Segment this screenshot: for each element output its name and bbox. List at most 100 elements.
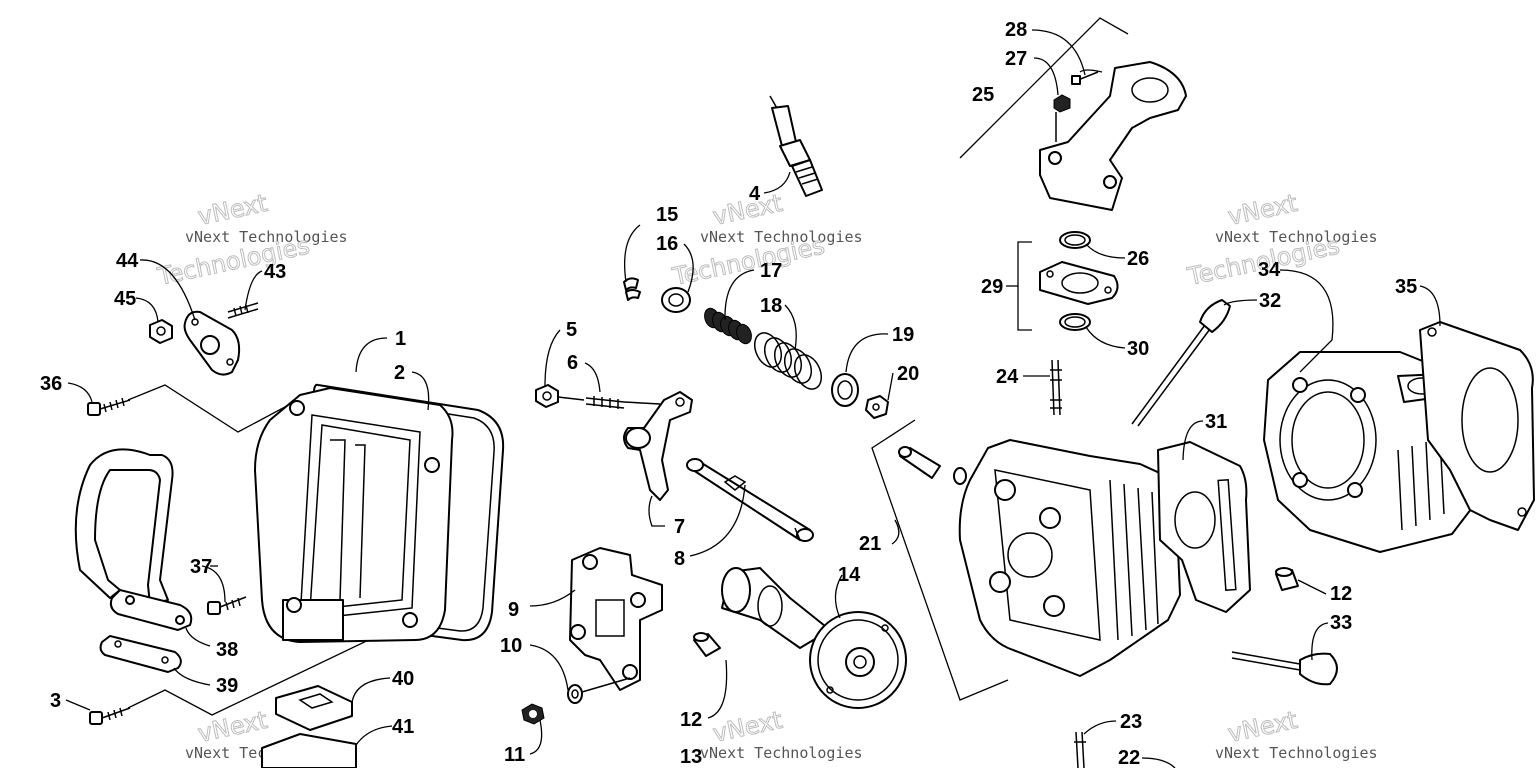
spring-seat-icon — [831, 373, 859, 407]
cylinder-base-gasket-icon — [1419, 321, 1535, 531]
screw-28-icon — [1071, 71, 1099, 85]
svg-text:vNext: vNext — [710, 706, 784, 748]
callout-23: 23 — [1120, 711, 1142, 733]
cam-sprocket-icon — [809, 611, 907, 709]
watermark-5: vNext vNext Technologies — [700, 705, 863, 762]
cylinder-head-group — [871, 17, 1535, 768]
intake-insulator-icon — [1039, 261, 1119, 305]
callout-38: 38 — [216, 639, 238, 661]
callout-33: 33 — [1330, 612, 1352, 634]
svg-text:vNext Technologies: vNext Technologies — [1215, 228, 1378, 246]
bracket-21 — [871, 419, 1009, 701]
callout-25: 25 — [972, 84, 994, 106]
callout-20: 20 — [897, 363, 919, 385]
spring-retainer-icon — [661, 287, 691, 313]
callout-43: 43 — [264, 261, 286, 283]
svg-text:vNext: vNext — [195, 189, 269, 231]
callout-36: 36 — [40, 373, 62, 395]
valve-guide-icon — [898, 446, 967, 485]
callout-37: 37 — [190, 556, 212, 578]
bolt-36-icon — [87, 397, 131, 416]
callout-2: 2 — [394, 362, 405, 384]
svg-text:vNext Technologies: vNext Technologies — [700, 744, 863, 762]
watermark-1: vNext vNext Technologies Technologies — [154, 188, 348, 291]
dowel-pin-icon — [693, 632, 721, 657]
outer-spring-icon — [753, 332, 823, 390]
cylinder-head-icon — [958, 439, 1181, 677]
nut-45-icon — [149, 319, 173, 344]
callout-34: 34 — [1258, 259, 1281, 281]
callout-32: 32 — [1259, 290, 1281, 312]
bracket-25 — [959, 17, 1129, 159]
breather-pipe-icon — [74, 448, 174, 606]
svg-text:vNext: vNext — [1225, 706, 1299, 748]
callout-10: 10 — [500, 635, 522, 657]
svg-text:vNext: vNext — [710, 189, 784, 231]
callout-17: 17 — [760, 260, 782, 282]
callout-22: 22 — [1118, 747, 1140, 768]
cylinder-head-cover-group — [74, 302, 505, 768]
nut-11-icon — [521, 703, 545, 725]
stud-23-icon — [1074, 731, 1086, 768]
callout-12-right: 12 — [1330, 583, 1352, 605]
camshaft-holder-icon — [569, 547, 663, 691]
spark-plug-icon — [769, 95, 823, 197]
callout-35: 35 — [1395, 276, 1417, 298]
callout-26: 26 — [1127, 248, 1149, 270]
intake-valve-icon — [1131, 299, 1231, 427]
stud-43-icon — [227, 302, 259, 319]
bracket-36 — [127, 384, 299, 433]
valve-train-group — [521, 95, 907, 725]
bracket-3 — [127, 624, 401, 716]
callout-labels: 1 2 3 4 5 6 7 8 9 10 11 12 12 13 14 15 1… — [40, 19, 1417, 768]
bolt-37-icon — [207, 596, 247, 615]
callout-15: 15 — [656, 204, 678, 226]
callout-39: 39 — [216, 675, 238, 697]
callout-6: 6 — [567, 352, 578, 374]
svg-text:vNext Technologies: vNext Technologies — [185, 228, 348, 246]
callout-31: 31 — [1205, 411, 1227, 433]
watermark-6: vNext vNext Technologies — [1215, 705, 1378, 762]
cover-plate-icon — [261, 733, 357, 768]
callout-44: 44 — [116, 250, 139, 272]
callout-12-left: 12 — [680, 709, 702, 731]
callout-4: 4 — [749, 183, 761, 205]
dowel-pin-right-icon — [1275, 567, 1299, 591]
rocker-shaft-icon — [686, 458, 814, 542]
callout-1: 1 — [395, 328, 406, 350]
svg-text:vNext Technologies: vNext Technologies — [700, 228, 863, 246]
callout-14: 14 — [838, 564, 861, 586]
callout-28: 28 — [1005, 19, 1027, 41]
callout-8: 8 — [674, 548, 685, 570]
callout-16: 16 — [656, 233, 678, 255]
watermark-3: vNext vNext Technologies Technologies — [1184, 188, 1378, 291]
inner-spring-icon — [704, 307, 752, 345]
callout-11: 11 — [504, 744, 525, 766]
callout-41: 41 — [392, 716, 414, 738]
nut-27-icon — [1053, 94, 1071, 142]
bolt-3-icon — [89, 707, 131, 725]
callout-19: 19 — [892, 324, 914, 346]
leader-lines — [65, 29, 1441, 768]
adjuster-nut-icon — [535, 384, 585, 408]
callout-45: 45 — [114, 288, 136, 310]
callout-27: 27 — [1005, 48, 1027, 70]
callout-21: 21 — [859, 533, 881, 555]
svg-text:vNext Technologies: vNext Technologies — [1215, 744, 1378, 762]
stud-24-icon — [1050, 359, 1062, 416]
intake-manifold-icon — [1039, 61, 1187, 211]
callout-30: 30 — [1127, 338, 1149, 360]
callout-29: 29 — [981, 276, 1003, 298]
callout-13: 13 — [680, 746, 702, 768]
exhaust-valve-icon — [1231, 651, 1338, 686]
svg-text:vNext: vNext — [1225, 189, 1299, 231]
valve-keeper-icon — [623, 277, 641, 301]
washer-10-icon — [567, 677, 631, 704]
valve-seal-icon — [865, 395, 889, 419]
callout-7: 7 — [674, 516, 685, 538]
breather-gasket-icon — [99, 635, 182, 673]
bracket-29 — [1017, 241, 1032, 331]
callout-18: 18 — [760, 295, 782, 317]
adjuster-screw-icon — [585, 396, 661, 409]
